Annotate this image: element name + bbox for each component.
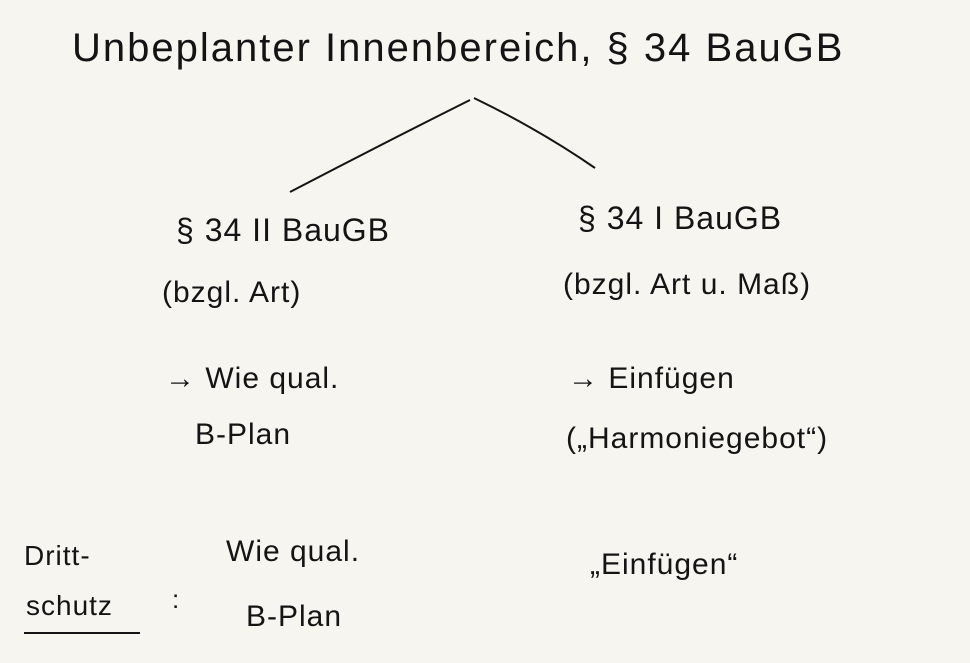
left-heading: § 34 II BauGB [176,212,391,248]
drittschutz-label-line1: Dritt- [24,540,91,571]
drittschutz-colon: : [172,584,181,614]
diagram-title: Unbeplanter Innenbereich, § 34 BauGB [72,26,845,70]
right-heading: § 34 I BauGB [578,200,783,236]
left-rule-line2: B-Plan [195,418,292,451]
drittschutz-underline [24,632,140,634]
left-scope: (bzgl. Art) [162,276,302,309]
right-scope: (bzgl. Art u. Maß) [563,268,812,301]
right-rule-line2: („Harmoniegebot“) [566,422,829,455]
drittschutz-left-line2: B-Plan [246,600,343,633]
right-rule-line1: → Einfügen [568,362,735,395]
drittschutz-right: „Einfügen“ [590,548,739,581]
drittschutz-label-line2: schutz [26,590,113,621]
branch-line-left [289,99,471,193]
branch-line-right [473,97,596,169]
drittschutz-left-line1: Wie qual. [226,535,361,568]
left-rule-line1: → Wie qual. [165,362,340,395]
